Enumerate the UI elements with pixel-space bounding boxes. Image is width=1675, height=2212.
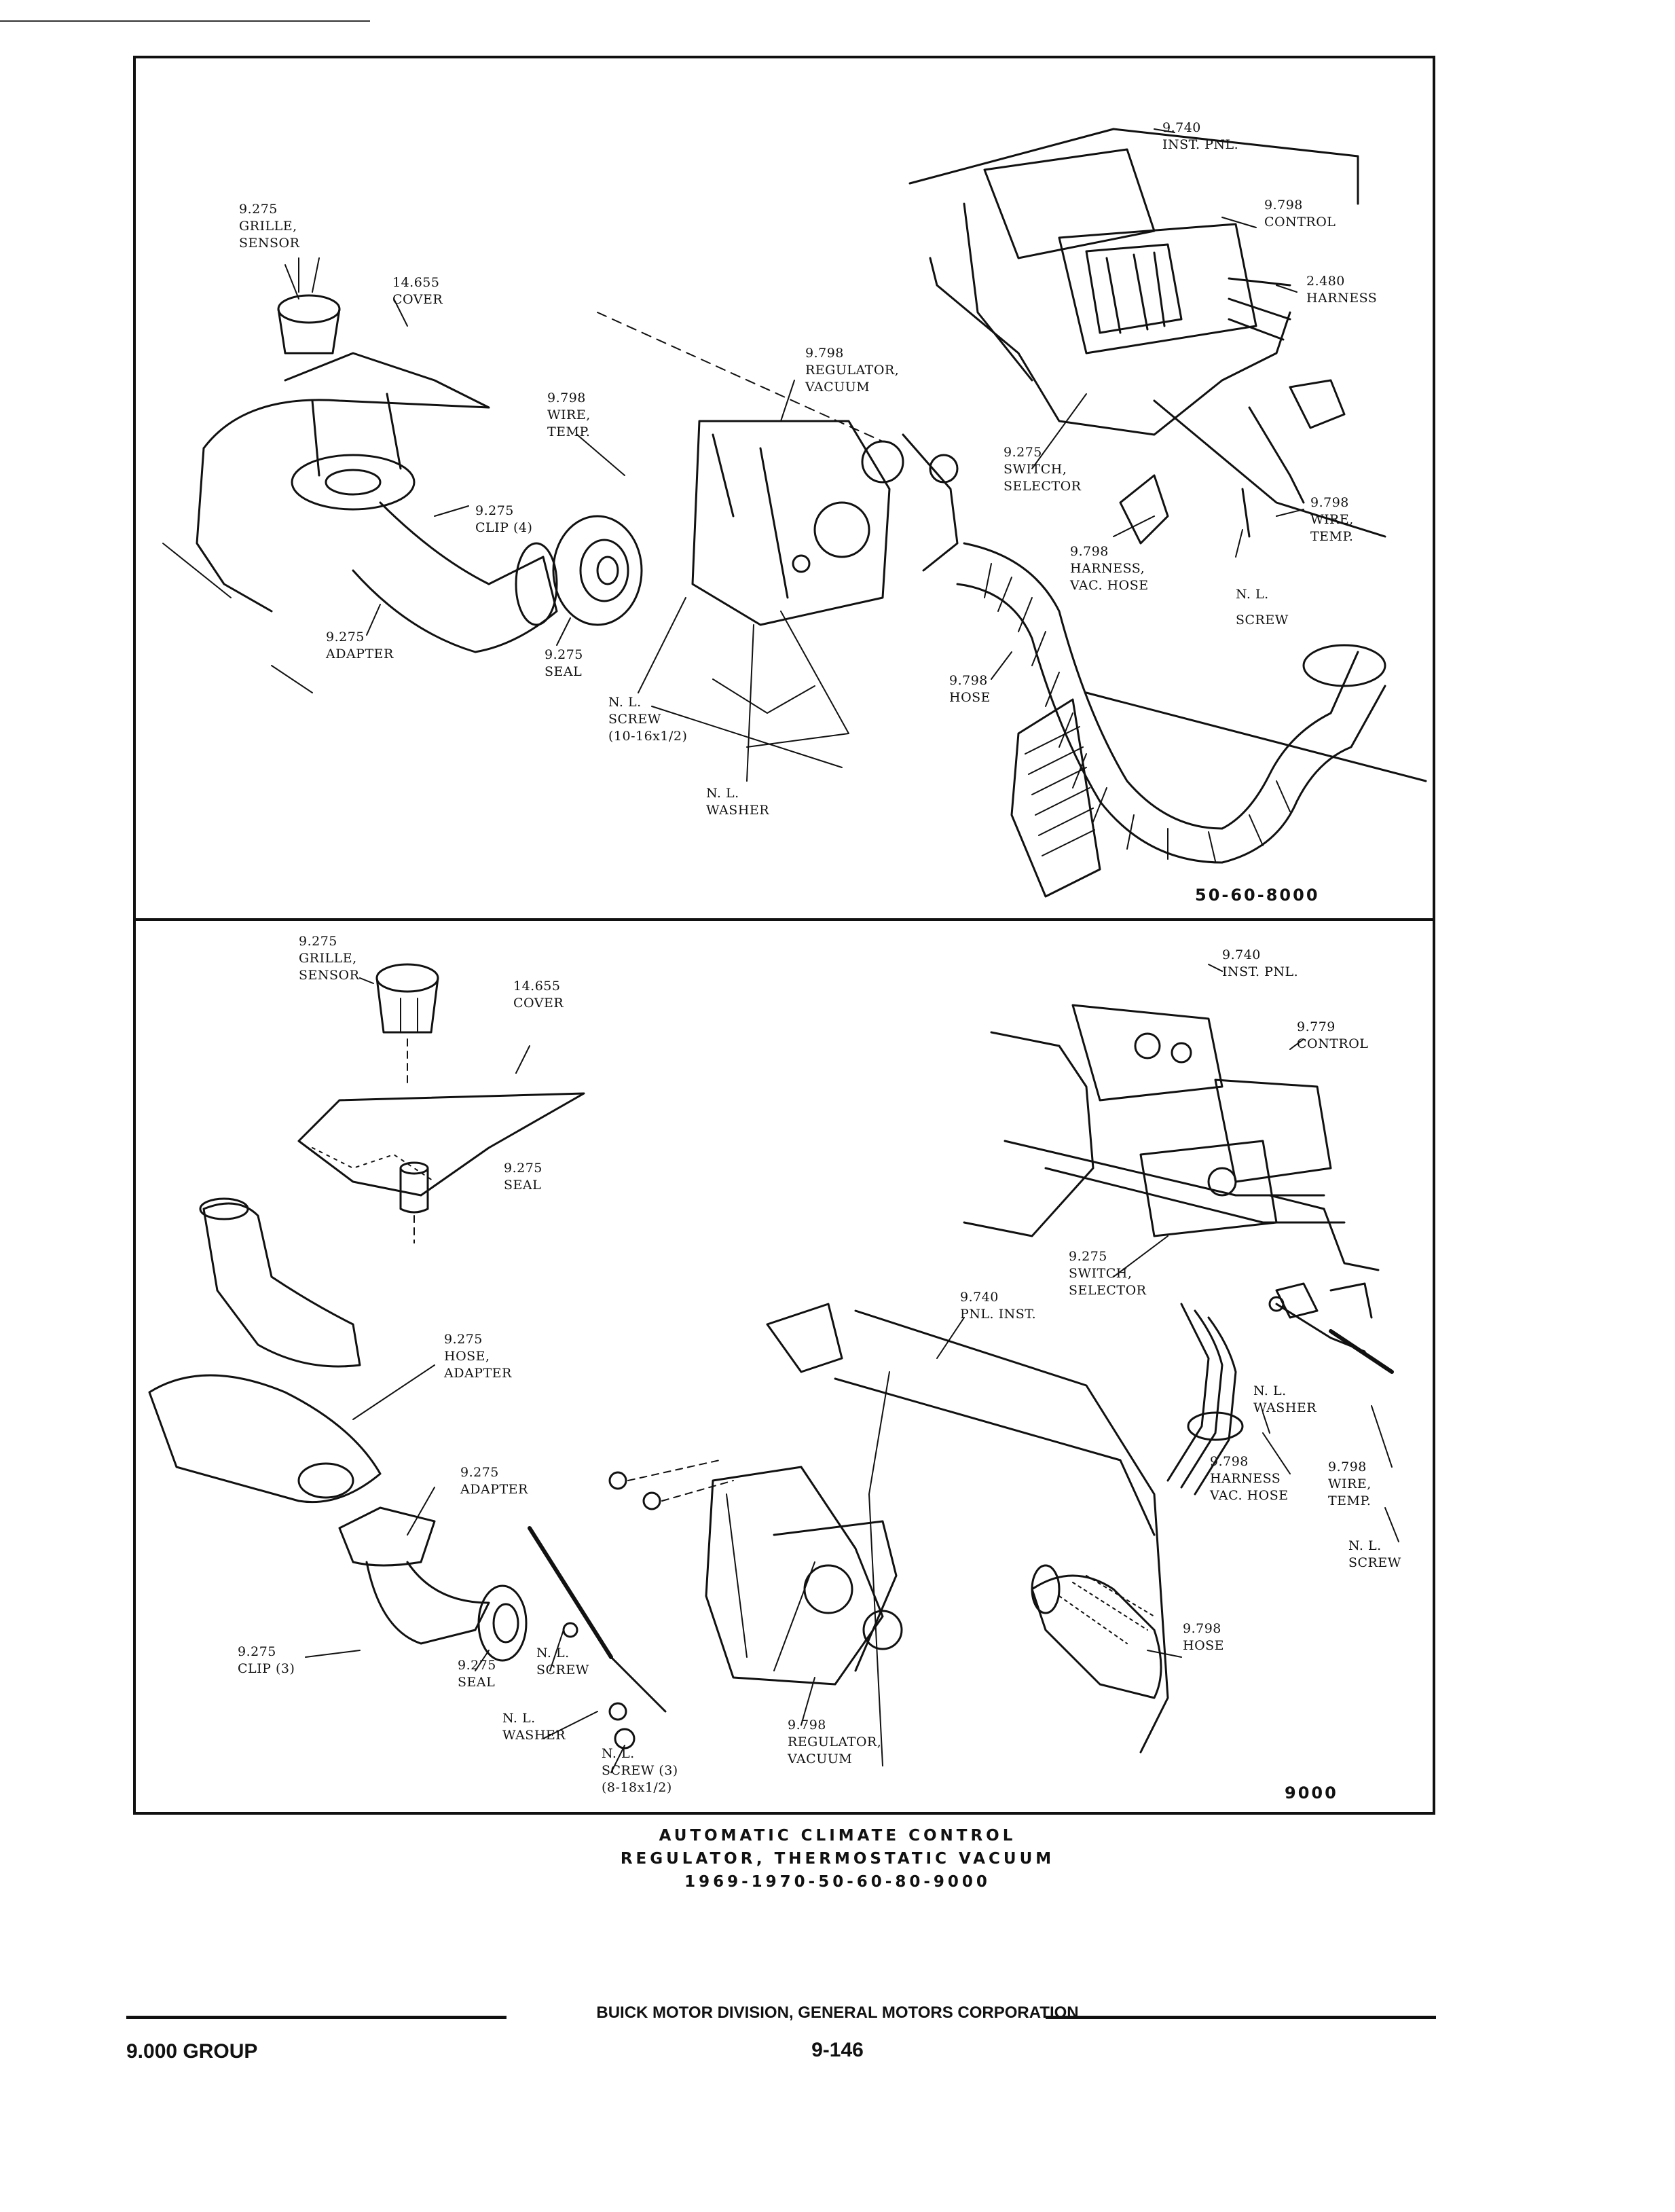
lower-adapter-duct (338, 1506, 528, 1662)
upper-floor-lines (162, 312, 883, 768)
lower-leader-lines (305, 964, 1399, 1773)
figure-divider (133, 918, 1435, 921)
lower-hose-adapter (148, 1197, 382, 1504)
upper-leader-lines (284, 128, 1304, 782)
lower-instrument-panel (766, 1004, 1346, 1766)
upper-regulator (691, 420, 959, 626)
upper-grille-sensor (277, 257, 341, 355)
lower-seal (399, 1161, 429, 1244)
figure-frame (133, 56, 1435, 1815)
lower-temp-wire (1268, 1296, 1394, 1374)
label-lower-nl-washer-left: N. L.WASHER (502, 1711, 566, 1743)
lower-grille-sensor (375, 963, 439, 1087)
caption-line-2: REGULATOR, THERMOSTATIC VACUUM (620, 1850, 1055, 1868)
upper-flexible-hose (956, 542, 1386, 864)
lower-temp-wire-cable (528, 1526, 667, 1713)
lower-dash-cover (297, 1092, 585, 1197)
upper-adapter-duct (352, 501, 558, 653)
footer-division: BUICK MOTOR DIVISION, GENERAL MOTORS COR… (596, 2004, 1079, 2022)
label-upper-nl-screw-center: N. L.SCREW(10-16x1/2) (608, 695, 688, 744)
label-lower-nl-screw-right: N. L.SCREW (1348, 1538, 1401, 1570)
upper-duct-cover (196, 352, 490, 613)
label-upper-nl-washer: N. L.WASHER (706, 786, 770, 818)
label-lower-nl-washer-right: N. L.WASHER (1253, 1383, 1317, 1415)
footer-page-number: 9-146 (811, 2039, 864, 2061)
label-upper-nl-screw-right: N. L.SCREW (1236, 587, 1289, 628)
upper-seal-ring (552, 515, 643, 626)
top-left-rule (0, 20, 370, 22)
upper-figure-number: 50-60-8000 (1195, 886, 1320, 905)
footer-rule-left (126, 2016, 507, 2019)
footer-group: 9.000 GROUP (126, 2040, 258, 2063)
footer-rule-right (1046, 2016, 1436, 2019)
label-lower-nl-screw-bottom: N. L.SCREW (3)(8-18x1/2) (602, 1746, 678, 1795)
label-lower-nl-screw-center: N. L.SCREW (536, 1646, 589, 1678)
caption-line-3: 1969-1970-50-60-80-9000 (684, 1873, 991, 1891)
lower-figure-number: 9000 (1285, 1783, 1338, 1802)
lower-hose (1031, 1564, 1162, 1699)
upper-instrument-panel (908, 128, 1386, 545)
caption-line-1: AUTOMATIC CLIMATE CONTROL (659, 1827, 1016, 1845)
lower-control-unit (1139, 1078, 1380, 1319)
lower-vac-harness (1166, 1303, 1244, 1495)
lower-regulator (705, 1466, 903, 1686)
upper-evaporator-case (1010, 691, 1427, 898)
